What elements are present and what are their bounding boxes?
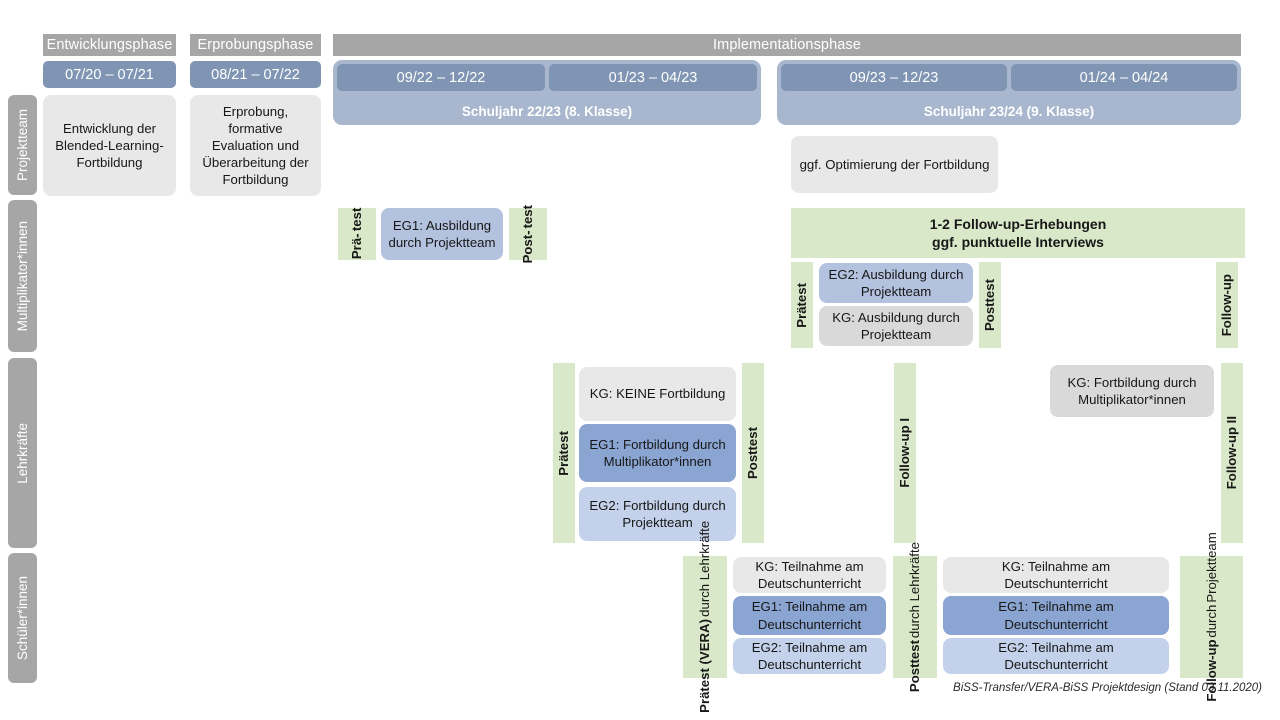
date-range-09-22-12-22: 09/22 – 12/22 [337, 64, 545, 91]
date-range-01-23-04-23: 01/23 – 04/23 [549, 64, 757, 91]
followup-schueler-sub2: Projektteam [1203, 532, 1219, 603]
card-kg-fortbildung-multiplikatoren: KG: Fortbildung durch Multiplikator*inne… [1050, 365, 1214, 417]
date-range-09-23-12-23: 09/23 – 12/23 [781, 64, 1007, 91]
date-range-08-21-07-22: 08/21 – 07/22 [190, 61, 321, 88]
praetest-multiplikatoren-1-line1: Prä- [349, 233, 365, 260]
row-label-lehrkraefte-text: Lehrkräfte [15, 422, 30, 484]
greencol-praetest-lehrkraefte: Prätest [553, 363, 575, 543]
card-eg2-fortbildung-projektteam: EG2: Fortbildung durch Projektteam [579, 487, 736, 541]
phase-header-implementationsphase: Implementationsphase [333, 34, 1241, 56]
followup-schueler-sub1: durch [1203, 604, 1219, 638]
posttest-multiplikatoren-1-line2: test [520, 204, 536, 229]
school-year-2223-label: Schuljahr 22/23 (8. Klasse) [461, 104, 633, 119]
footer-caption: BiSS-Transfer/VERA-BiSS Projektdesign (S… [953, 682, 1262, 694]
card-eg1-ausbildung-projektteam: EG1: Ausbildung durch Projektteam [381, 208, 503, 260]
followup-1-lehrkraefte-text: Follow-up I [896, 418, 912, 488]
row-label-projektteam-text: Projektteam [15, 108, 30, 182]
greencol-praetest-multiplikatoren-2: Prätest [791, 262, 813, 348]
praetest-multiplikatoren-1-line2: test [349, 208, 365, 232]
praetest-multiplikatoren-1-stack: Prä- test [349, 208, 365, 259]
praetest-vera-sub: durch Lehrkräfte [697, 521, 713, 618]
posttest-lehrkraefte-text: Posttest [744, 426, 760, 480]
praetest-multiplikatoren-2-text: Prätest [793, 282, 809, 328]
row-label-projektteam: Projektteam [8, 95, 37, 195]
card-eg1-teilnahme-deutschunterricht-1: EG1: Teilnahme am Deutschunterricht [733, 596, 886, 635]
card-kg-teilnahme-deutschunterricht-1: KG: Teilnahme am Deutschunterricht [733, 557, 886, 593]
followup-2-lehrkraefte-text: Follow-up II [1223, 416, 1239, 490]
posttest-schueler-sub: durch Lehrkräfte [907, 541, 923, 638]
card-kg-teilnahme-deutschunterricht-2: KG: Teilnahme am Deutschunterricht [943, 557, 1169, 593]
praetest-vera-stack: Prätest (VERA) durch Lehrkräfte [697, 521, 713, 713]
praetest-lehrkraefte-text: Prätest [555, 430, 571, 476]
greencol-followup-2-lehrkraefte: Follow-up II [1221, 363, 1243, 543]
card-eg1-fortbildung-multiplikatoren: EG1: Fortbildung durch Multiplikator*inn… [579, 424, 736, 482]
card-optimierung-fortbildung: ggf. Optimierung der Fortbildung [791, 136, 998, 193]
greencol-posttest-lehrkraefte: Posttest [742, 363, 764, 543]
row-label-multiplikatoren: Multiplikator*innen [8, 200, 37, 352]
row-label-schueler-text: Schüler*innen [15, 575, 30, 661]
greenband-followup-erhebungen: 1-2 Follow-up-Erhebungen ggf. punktuelle… [791, 208, 1245, 258]
greencol-posttest-multiplikatoren-2: Posttest [979, 262, 1001, 348]
posttest-multiplikatoren-1-stack: Post- test [520, 205, 536, 263]
greencol-praetest-vera-schueler: Prätest (VERA) durch Lehrkräfte [683, 521, 727, 713]
card-entwicklung-blended-learning: Entwicklung der Blended-Learning-Fortbil… [43, 95, 176, 196]
row-label-multiplikatoren-text: Multiplikator*innen [15, 220, 30, 332]
row-label-lehrkraefte: Lehrkräfte [8, 358, 37, 548]
card-eg2-teilnahme-deutschunterricht-1: EG2: Teilnahme am Deutschunterricht [733, 638, 886, 674]
card-eg2-ausbildung-projektteam: EG2: Ausbildung durch Projektteam [819, 263, 973, 303]
greencol-followup-schueler: Follow-up durch Projektteam [1180, 532, 1243, 702]
school-year-2223-container: 09/22 – 12/22 01/23 – 04/23 Schuljahr 22… [333, 60, 761, 125]
greencol-followup-multiplikatoren: Follow-up [1216, 262, 1238, 348]
followup-multiplikatoren-text: Follow-up [1218, 273, 1234, 337]
row-label-schueler: Schüler*innen [8, 553, 37, 683]
posttest-schueler-stack: Posttest durch Lehrkräfte [907, 542, 923, 692]
date-range-07-20-07-21: 07/20 – 07/21 [43, 61, 176, 88]
followup-schueler-stack: Follow-up durch Projektteam [1204, 532, 1220, 702]
greenband-line1: 1-2 Follow-up-Erhebungen [929, 215, 1107, 232]
school-year-2324-container: 09/23 – 12/23 01/24 – 04/24 Schuljahr 23… [777, 60, 1241, 125]
card-eg1-teilnahme-deutschunterricht-2: EG1: Teilnahme am Deutschunterricht [943, 596, 1169, 635]
posttest-multiplikatoren-1-line1: Post- [520, 230, 536, 264]
greencol-posttest-schueler: Posttest durch Lehrkräfte [893, 542, 937, 692]
posttest-multiplikatoren-2-text: Posttest [981, 278, 997, 332]
greencol-praetest-multiplikatoren-1: Prä- test [338, 208, 376, 260]
greencol-followup-1-lehrkraefte: Follow-up I [894, 363, 916, 543]
school-year-2324-label: Schuljahr 23/24 (9. Klasse) [923, 104, 1095, 119]
card-erprobung-evaluation: Erprobung, formative Evaluation und Über… [190, 95, 321, 196]
card-eg2-teilnahme-deutschunterricht-2: EG2: Teilnahme am Deutschunterricht [943, 638, 1169, 674]
greencol-posttest-multiplikatoren-1: Post- test [509, 205, 547, 263]
phase-header-entwicklungsphase: Entwicklungsphase [43, 34, 176, 56]
greenband-line2: ggf. punktuelle Interviews [932, 234, 1104, 250]
card-kg-keine-fortbildung: KG: KEINE Fortbildung [579, 367, 736, 421]
date-range-01-24-04-24: 01/24 – 04/24 [1011, 64, 1237, 91]
phase-header-erprobungsphase: Erprobungsphase [190, 34, 321, 56]
card-kg-ausbildung-projektteam: KG: Ausbildung durch Projektteam [819, 306, 973, 346]
praetest-vera-main: Prätest (VERA) [697, 619, 713, 713]
